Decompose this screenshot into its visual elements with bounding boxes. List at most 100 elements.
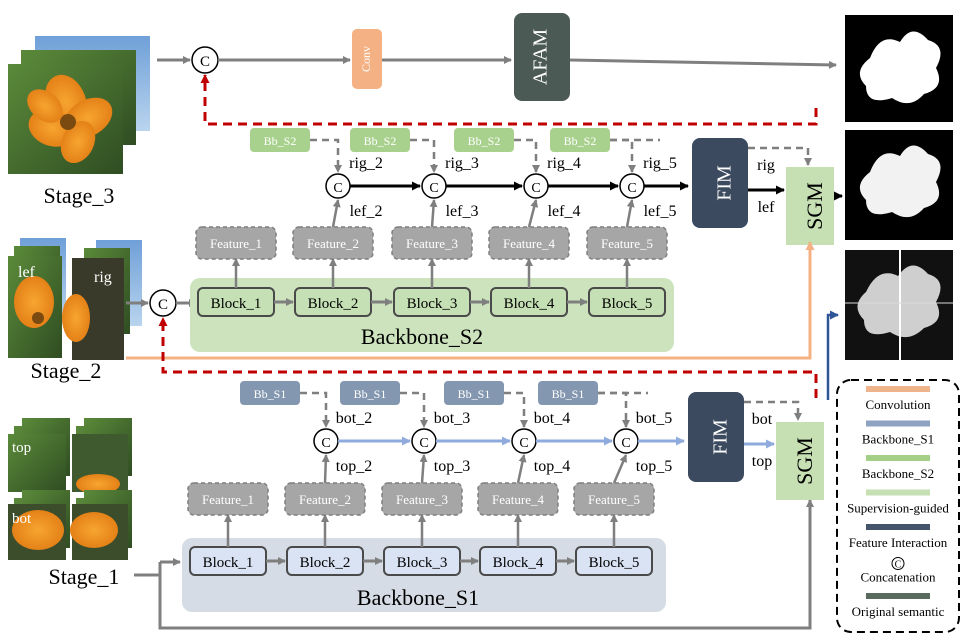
s1-fim bbox=[688, 392, 744, 482]
afam-out-arrow bbox=[569, 58, 837, 69]
s2-feature-4 bbox=[488, 226, 570, 260]
s1-bb-1 bbox=[240, 381, 300, 405]
s2-lower-2: lef_2 bbox=[350, 203, 383, 220]
s1-feature-2 bbox=[284, 482, 366, 516]
s2-bb-label-1: Bb_S2 bbox=[264, 134, 297, 148]
s2-bb-2 bbox=[350, 128, 410, 152]
s1-upper-5: bot_5 bbox=[636, 410, 672, 427]
backbone-s2-label: Backbone_S2 bbox=[361, 324, 483, 349]
s1-concat-symbol-2: C bbox=[321, 436, 330, 451]
s2-lower-5: lef_5 bbox=[644, 203, 677, 220]
s2-bb-4 bbox=[550, 128, 610, 152]
s1-lower-2: top_2 bbox=[336, 458, 372, 475]
legend-swatch-2 bbox=[866, 420, 930, 427]
svg-text:Conv: Conv bbox=[359, 46, 373, 72]
legend-label-5: Feature Interaction bbox=[849, 535, 948, 550]
s2-concat-symbol-4: C bbox=[531, 181, 540, 196]
stage2-images bbox=[8, 238, 142, 360]
s2-feature-label-4: Feature_4 bbox=[503, 236, 555, 251]
s2-bb-3 bbox=[454, 128, 514, 152]
s1-block-label-2: Block_2 bbox=[300, 555, 351, 571]
s1-feature-label-4: Feature_4 bbox=[492, 492, 544, 507]
s2-feature-label-1: Feature_1 bbox=[210, 236, 262, 251]
s1-feature-label-3: Feature_3 bbox=[396, 492, 448, 507]
s1-feature-5 bbox=[573, 482, 655, 516]
s2-feature-label-5: Feature_5 bbox=[601, 236, 653, 251]
concat-node-top: C bbox=[191, 46, 219, 74]
s1-upper-4: bot_4 bbox=[534, 410, 570, 427]
output-mask-3 bbox=[845, 250, 953, 360]
s1-feature-label-2: Feature_2 bbox=[299, 492, 351, 507]
legend: ConvolutionBackbone_S1Backbone_S2Supervi… bbox=[836, 379, 960, 633]
s1-bb-label-3: Bb_S1 bbox=[458, 387, 491, 401]
s1-lower-4: top_4 bbox=[534, 458, 570, 475]
s2-concat-symbol-5: C bbox=[627, 181, 636, 196]
s2-lower-4: lef_4 bbox=[548, 203, 581, 220]
stage1-label: Stage_1 bbox=[49, 564, 120, 589]
s2-sgm bbox=[786, 167, 834, 245]
s1-bb-label-4: Bb_S1 bbox=[552, 387, 585, 401]
s1-upper-3: bot_3 bbox=[434, 410, 470, 427]
s2-fim-label: FIM bbox=[714, 165, 736, 201]
legend-swatch-1 bbox=[866, 386, 930, 392]
s1-bb-4 bbox=[538, 381, 598, 405]
s2-feature-5 bbox=[586, 226, 668, 260]
s1-fim-out-b: top bbox=[752, 453, 772, 470]
red-feedback-mid bbox=[158, 317, 818, 398]
stage1-images bbox=[8, 418, 132, 560]
s1-sgm-label: SGM bbox=[792, 437, 817, 485]
s2-feature-label-3: Feature_3 bbox=[406, 236, 458, 251]
s2-block-label-5: Block_5 bbox=[602, 296, 653, 312]
legend-label-2: Backbone_S1 bbox=[862, 432, 934, 447]
legend-label-4: Supervision-guided bbox=[847, 501, 949, 516]
s1-concat-symbol-4: C bbox=[519, 436, 528, 451]
legend-swatch-3 bbox=[866, 455, 930, 461]
legend-label-3: Backbone_S2 bbox=[862, 466, 934, 481]
legend-label-6: Concatenation bbox=[860, 570, 936, 585]
orange-conv-line bbox=[126, 241, 815, 360]
svg-text:AFAM: AFAM bbox=[530, 29, 552, 86]
legend-label-1: Convolution bbox=[865, 397, 931, 412]
s1-block-label-4: Block_4 bbox=[493, 555, 544, 571]
lef-tag: lef bbox=[18, 264, 36, 281]
s1-concat-symbol-3: C bbox=[419, 436, 428, 451]
s2-feature-label-2: Feature_2 bbox=[307, 236, 359, 251]
s2-feature-2 bbox=[292, 226, 374, 260]
flower-image bbox=[27, 74, 113, 164]
s2-upper-2: rig_2 bbox=[349, 155, 383, 172]
s1-bb-3 bbox=[444, 381, 504, 405]
top-tag: top bbox=[12, 440, 31, 456]
s2-fim-out-b: lef bbox=[758, 199, 776, 216]
s2-block-label-4: Block_4 bbox=[504, 296, 555, 312]
legend-swatch-5 bbox=[866, 524, 930, 530]
s1-lower-5: top_5 bbox=[636, 458, 672, 475]
s2-feature-1 bbox=[195, 226, 277, 260]
s2-lower-3: lef_3 bbox=[446, 203, 479, 220]
conv-block: Conv bbox=[352, 29, 382, 89]
s1-block-label-5: Block_5 bbox=[589, 555, 640, 571]
s2-bb-label-2: Bb_S2 bbox=[364, 134, 397, 148]
output-mask-2 bbox=[845, 130, 953, 240]
s2-feature-3 bbox=[391, 226, 473, 260]
s1-feature-1 bbox=[187, 482, 269, 516]
s2-block-label-1: Block_1 bbox=[211, 296, 262, 312]
backbone-s1-label: Backbone_S1 bbox=[357, 585, 479, 610]
legend-swatch-4 bbox=[866, 489, 930, 496]
rig-tag: rig bbox=[94, 269, 112, 286]
legend-concat-c: C bbox=[895, 560, 902, 571]
stage2-label: Stage_2 bbox=[31, 358, 102, 383]
s1-block-label-3: Block_3 bbox=[397, 555, 448, 571]
s2-concat-symbol-3: C bbox=[429, 181, 438, 196]
stage3-images bbox=[8, 36, 150, 174]
afam-block: AFAM bbox=[514, 13, 570, 101]
s2-upper-3: rig_3 bbox=[445, 155, 479, 172]
s1-fim-label: FIM bbox=[710, 419, 732, 455]
s1-fim-out-a: bot bbox=[752, 411, 773, 428]
s1-feature-label-5: Feature_5 bbox=[588, 492, 640, 507]
s2-upper-5: rig_5 bbox=[643, 155, 677, 172]
s1-feature-3 bbox=[381, 482, 463, 516]
s1-sgm bbox=[776, 422, 824, 500]
output-mask-1 bbox=[845, 15, 953, 122]
s1-lower-3: top_3 bbox=[434, 458, 470, 475]
